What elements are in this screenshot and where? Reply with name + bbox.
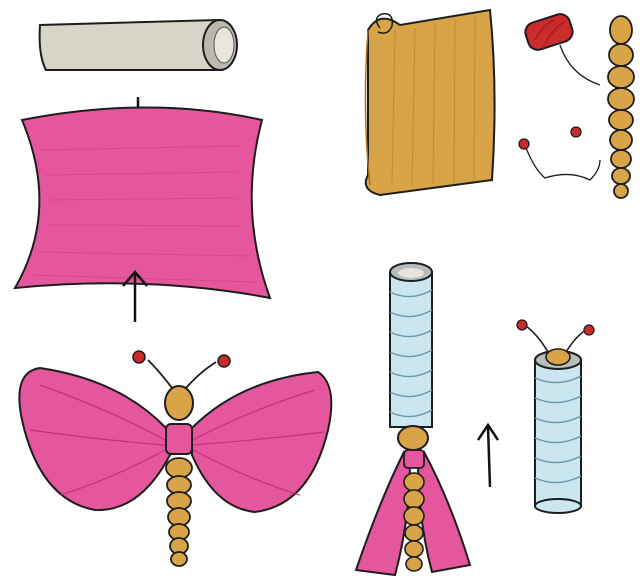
cardboard-tube [40,20,237,70]
beaded-body [608,16,634,198]
red-yarn-ball-with-beads [519,12,600,180]
pink-crepe-paper [15,108,270,299]
tube-wrapped-in-blue [356,263,470,575]
assembled-butterfly [19,351,331,566]
rolled-tan-crepe-paper [365,10,494,195]
finished-tube-with-antennae [517,320,594,513]
arrow-up-icon [478,425,498,487]
